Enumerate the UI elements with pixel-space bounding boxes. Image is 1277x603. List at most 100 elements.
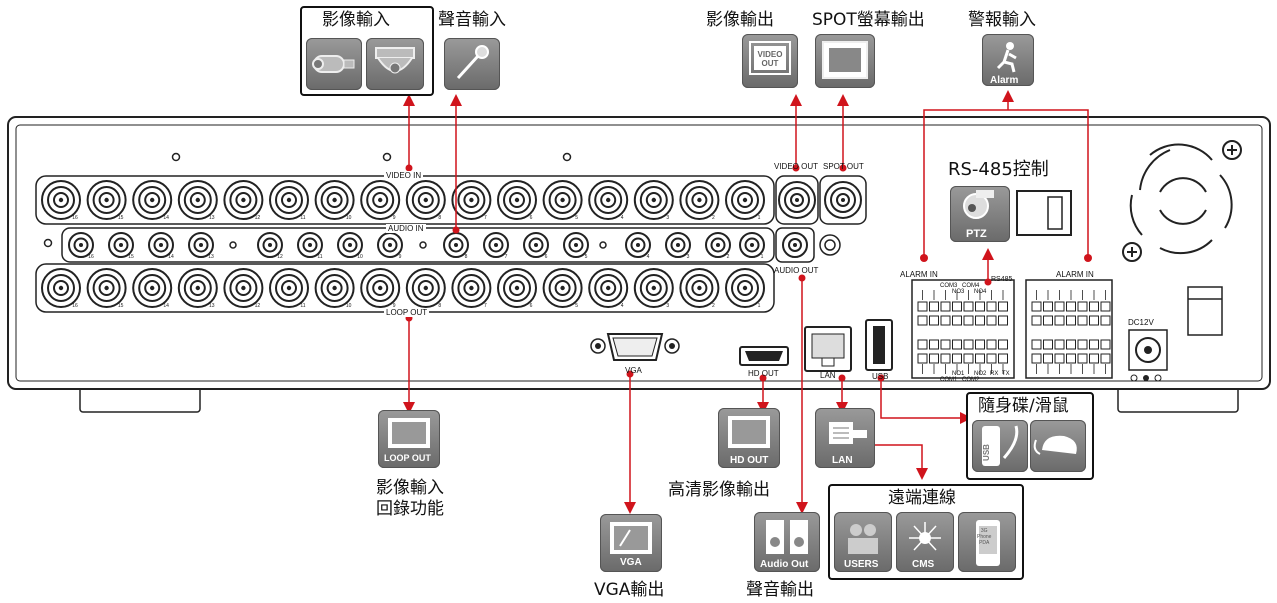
- video-in-bnc-number: 7: [484, 215, 487, 221]
- video-in-bnc-number: 11: [300, 215, 305, 221]
- audio-in-rca-8: [443, 232, 469, 258]
- label-no2: NO2: [974, 371, 987, 377]
- loop-out-bnc-12: [223, 268, 264, 308]
- label-com1: COM1: [940, 377, 958, 383]
- video-in-bnc-number: 6: [530, 215, 533, 221]
- loop-out-bnc-3: [633, 268, 674, 308]
- audio-in-rca-7: [483, 232, 509, 258]
- usb-icon-label: USB: [981, 444, 991, 461]
- label-dc12v: DC12V: [1128, 318, 1154, 327]
- speaker-icon: [754, 512, 820, 572]
- loop-out-bnc-11: [269, 268, 309, 308]
- video-in-bnc-6: [497, 180, 537, 220]
- caption-usb-mouse: 隨身碟/滑鼠: [978, 396, 1069, 416]
- phone-icon: [958, 512, 1016, 572]
- phone-label: 3G Phone PDA: [977, 528, 992, 546]
- audio-in-rca-13: [188, 232, 214, 258]
- video-in-bnc-3: [633, 180, 674, 220]
- video-out-connector: [778, 181, 816, 219]
- video-in-bnc-7: [451, 180, 492, 220]
- audio-in-rca-4: [625, 232, 651, 258]
- caption-video-input: 影像輸入: [322, 10, 390, 30]
- alarm-icon-label: Alarm: [990, 75, 1019, 86]
- label-com3: COM3: [940, 283, 958, 289]
- audio-in-number: 3: [687, 254, 690, 260]
- audio-in-number: 2: [727, 254, 730, 260]
- caption-vga-output: VGA輸出: [594, 580, 665, 600]
- loop-out-bnc-13: [177, 268, 218, 308]
- label-rx: RX: [990, 371, 999, 377]
- audio-in-number: 10: [357, 254, 363, 260]
- ptz-camera-icon: [950, 186, 1010, 242]
- loop-out-bnc-number: 4: [621, 303, 624, 309]
- audio-in-number: 13: [208, 254, 214, 260]
- caption-audio-input: 聲音輸入: [438, 10, 506, 30]
- video-in-bnc-number: 16: [72, 215, 78, 221]
- power-switch: [1016, 190, 1072, 236]
- label-spot-out: SPOT OUT: [823, 162, 864, 171]
- label-audio-out: AUDIO OUT: [774, 266, 819, 275]
- svg-text:OUT: OUT: [762, 59, 779, 68]
- video-in-bnc-13: [177, 180, 218, 220]
- label-tx: TX: [1002, 371, 1010, 377]
- caption-rs485-control: RS-485控制: [948, 159, 1049, 180]
- mouse-icon: [1030, 420, 1086, 472]
- video-in-bnc-16: [41, 180, 81, 220]
- video-in-bnc-5: [542, 180, 583, 220]
- svg-text:VIDEO: VIDEO: [758, 50, 783, 59]
- label-audio-in: AUDIO IN: [386, 224, 426, 233]
- side-latch: [1187, 286, 1223, 336]
- video-in-bnc-number: 13: [209, 215, 215, 221]
- video-in-bnc-4: [588, 180, 629, 220]
- loop-out-bnc-number: 8: [438, 303, 441, 309]
- audio-in-number: 4: [647, 254, 650, 260]
- loop-out-bnc-2: [679, 268, 720, 308]
- loop-out-bnc-9: [360, 268, 401, 308]
- fan-grille: [1122, 140, 1242, 262]
- users-label: USERS: [844, 559, 879, 570]
- usb-stick-icon: [972, 420, 1028, 472]
- loop-out-bnc-number: 3: [666, 303, 669, 309]
- audio-in-number: 6: [545, 254, 548, 260]
- bullet-camera-icon: [306, 38, 362, 90]
- dome-camera-icon: [366, 38, 424, 90]
- audio-in-rca-11: [297, 232, 323, 258]
- label-no4: NO4: [974, 289, 987, 295]
- video-in-bnc-8: [405, 180, 446, 220]
- loop-out-bnc-number: 6: [530, 303, 533, 309]
- caption-spot-output: SPOT螢幕輸出: [812, 10, 925, 30]
- usb-connector: [865, 319, 893, 371]
- caption-loop-out: 影像輸入 回錄功能: [376, 478, 444, 519]
- label-no3: NO3: [952, 289, 965, 295]
- loop-out-icon-label: LOOP OUT: [384, 453, 431, 463]
- vga-monitor-icon: [600, 514, 662, 572]
- label-alarm-in-left: ALARM IN: [900, 270, 938, 279]
- loop-out-bnc-16: [41, 268, 81, 308]
- spot-out-connector: [824, 181, 862, 219]
- video-in-bnc-number: 14: [163, 215, 169, 221]
- label-no1: NO1: [952, 371, 965, 377]
- loop-out-bnc-6: [497, 268, 537, 308]
- caption-video-output: 影像輸出: [706, 10, 774, 30]
- video-in-bnc-number: 10: [346, 215, 352, 221]
- loop-out-bnc-14: [132, 268, 173, 308]
- video-in-bnc-number: 12: [255, 215, 261, 221]
- loop-out-bnc-7: [451, 268, 492, 308]
- label-alarm-in-right: ALARM IN: [1056, 270, 1094, 279]
- lan-connector: [804, 326, 852, 372]
- video-in-bnc-number: 8: [438, 215, 441, 221]
- loop-out-bnc-number: 12: [255, 303, 261, 309]
- audio-in-rca-5: [563, 232, 589, 258]
- audio-out-connector: [782, 232, 808, 258]
- loop-out-bnc-number: 7: [484, 303, 487, 309]
- audio-in-rca-3: [665, 232, 691, 258]
- audio-in-number: 14: [168, 254, 174, 260]
- video-in-bnc-number: 4: [621, 215, 624, 221]
- ptz-label: PTZ: [966, 228, 987, 240]
- video-in-bnc-9: [360, 180, 401, 220]
- audio-in-rca-15: [108, 232, 134, 258]
- audio-in-rca-10: [337, 232, 363, 258]
- loop-out-bnc-number: 16: [72, 303, 78, 309]
- video-in-bnc-2: [679, 180, 720, 220]
